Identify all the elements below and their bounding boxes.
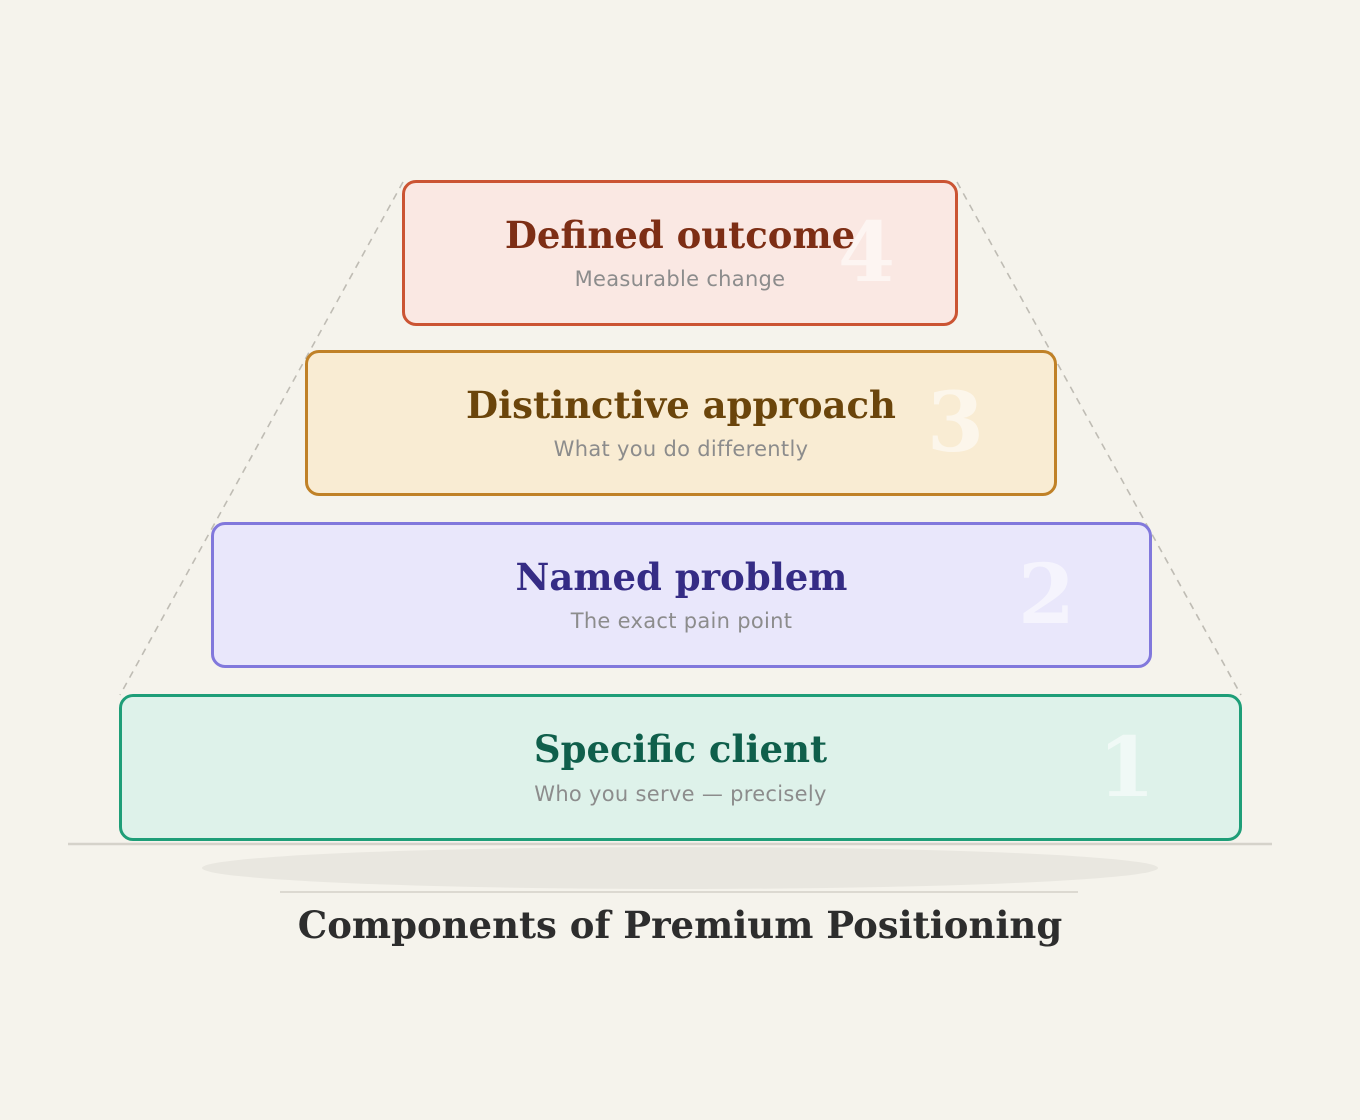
level-heading: Distinctive approach [466,382,896,427]
level-number: 1 [1097,719,1155,816]
level-heading: Named problem [515,554,848,599]
level-subtitle: What you do differently [553,437,809,462]
dashed-guide-left [119,181,404,696]
pyramid-level-defined-outcome: Defined outcome Measurable change 4 [402,180,958,326]
level-subtitle: Measurable change [574,267,786,292]
pyramid-level-specific-client: Specific client Who you serve — precisel… [119,694,1242,841]
level-heading: Specific client [533,727,828,772]
level-number: 3 [926,375,984,471]
dashed-guide-right [956,181,1242,696]
shadow-ellipse [202,847,1158,889]
level-number: 2 [1017,547,1075,643]
pyramid-level-distinctive-approach: Distinctive approach What you do differe… [305,350,1057,496]
level-subtitle: The exact pain point [570,609,793,634]
level-subtitle: Who you serve — precisely [534,781,827,806]
chart-title: Components of Premium Positioning [297,903,1063,947]
pyramid-level-named-problem: Named problem The exact pain point 2 [211,522,1152,668]
level-heading: Defined outcome [504,212,856,257]
